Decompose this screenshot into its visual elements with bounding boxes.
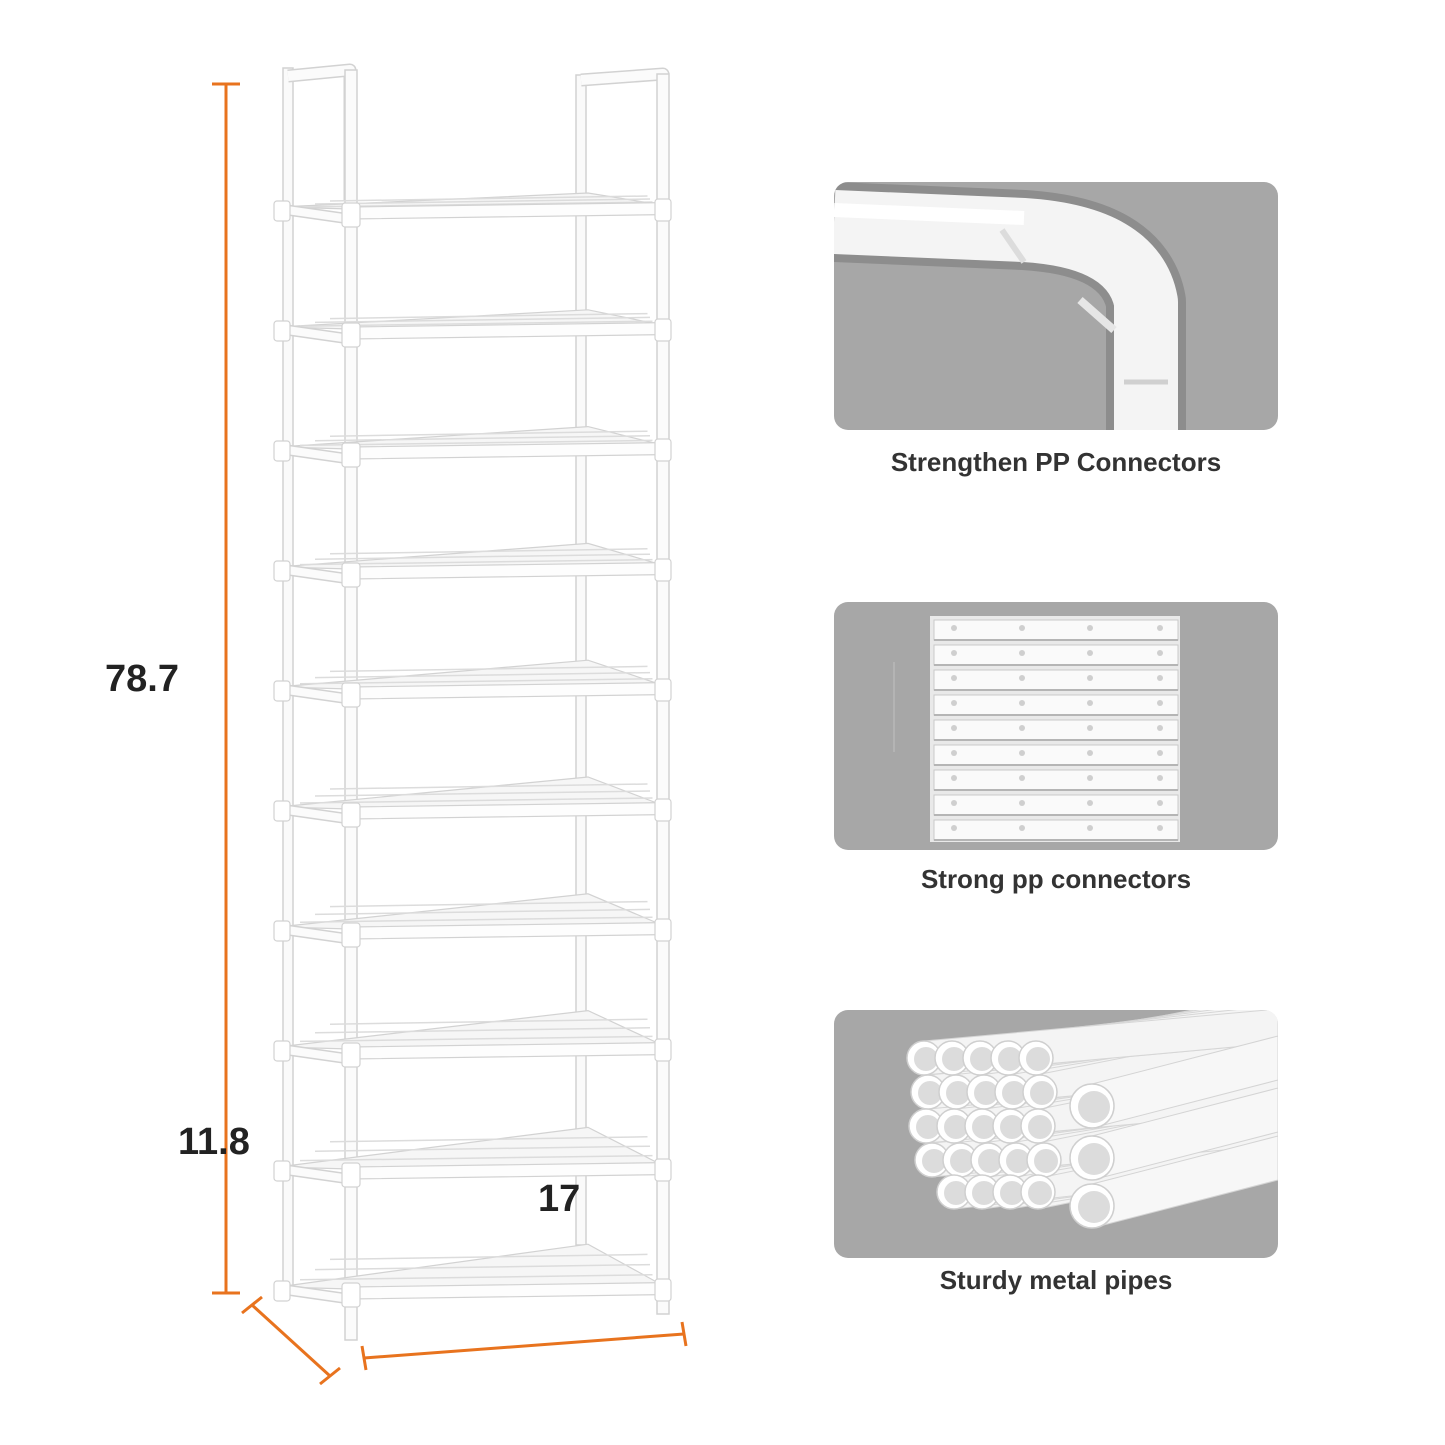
feature-caption-2: Strong pp connectors bbox=[920, 864, 1192, 894]
feature-panel-stacked-connectors bbox=[834, 602, 1278, 850]
shelf-tier bbox=[273, 1009, 672, 1068]
elbow-connector-icon bbox=[834, 182, 1186, 430]
shelf-tier bbox=[273, 1126, 672, 1188]
feature-caption-3: Sturdy metal pipes bbox=[939, 1265, 1173, 1295]
depth-dimension-label: 11.8 bbox=[178, 1121, 250, 1163]
feature-panel-connectors bbox=[834, 182, 1278, 430]
back-left-pole bbox=[282, 67, 294, 1287]
shelf-tier bbox=[273, 776, 672, 828]
depth-dimension-line bbox=[250, 1303, 332, 1378]
pipe-bundle-icon bbox=[906, 1010, 1278, 1229]
shelf-tier bbox=[273, 192, 672, 228]
right-top-handle bbox=[580, 69, 668, 200]
shelf-tier bbox=[273, 309, 672, 348]
feature-caption-1: Strengthen PP Connectors bbox=[890, 447, 1222, 477]
shelf-tier bbox=[273, 893, 672, 948]
shelf-tier bbox=[273, 542, 672, 588]
feature-panel-pipes bbox=[834, 1010, 1278, 1258]
width-dimension-label: 17 bbox=[538, 1178, 581, 1220]
width-dimension-line bbox=[363, 1332, 685, 1360]
height-dimension-label: 78.7 bbox=[105, 658, 179, 700]
left-top-handle bbox=[287, 65, 355, 200]
shelf-tier bbox=[273, 659, 672, 708]
shelf-tier bbox=[273, 1243, 672, 1308]
stacked-connectors-icon bbox=[893, 616, 1180, 842]
shelf-tier bbox=[273, 425, 672, 468]
